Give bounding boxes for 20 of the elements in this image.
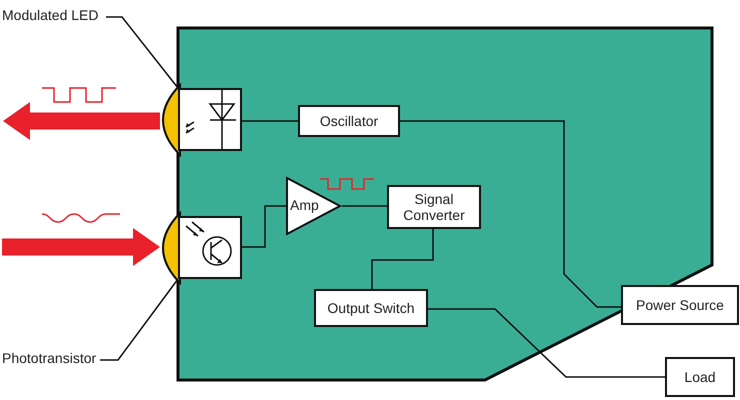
light-beam-arrow xyxy=(3,102,160,140)
component-box xyxy=(178,88,242,151)
wire xyxy=(242,120,298,122)
wire xyxy=(371,229,434,289)
wire xyxy=(242,205,286,248)
component-box xyxy=(178,216,242,279)
block-box: Power Source xyxy=(621,285,739,325)
block-box: Output Switch xyxy=(314,289,428,327)
callout-label: Phototransistor xyxy=(2,350,96,366)
block-box: Signal Converter xyxy=(387,185,481,229)
amplifier-label: Amp xyxy=(290,197,319,213)
light-beam-arrow xyxy=(2,228,160,266)
block-box: Load xyxy=(665,357,735,397)
wire xyxy=(428,308,665,378)
wire xyxy=(400,120,621,308)
leader-line xyxy=(100,278,179,361)
leader-line xyxy=(106,16,179,88)
callout-label: Modulated LED xyxy=(2,7,99,23)
wire xyxy=(342,205,387,207)
block-box: Oscillator xyxy=(298,105,400,137)
